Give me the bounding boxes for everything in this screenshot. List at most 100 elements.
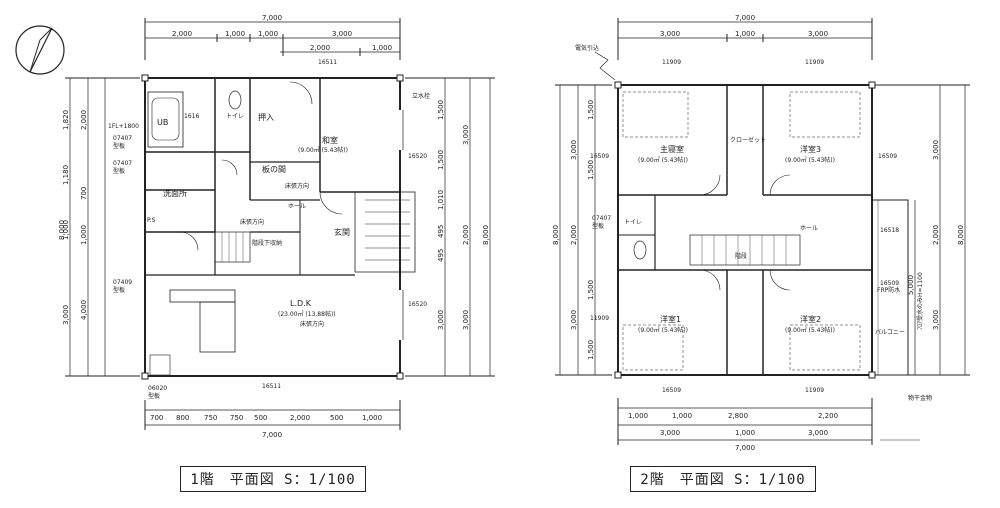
f2-note: FRP防水 bbox=[877, 286, 900, 294]
f2-dim-left-total: 8,000 bbox=[552, 225, 560, 245]
f1-bottom-code: 16511 bbox=[262, 383, 281, 390]
f2-note: ﾌﾛｱ受水のみH=1100 bbox=[916, 272, 924, 330]
f1-dim-top: 1,000 bbox=[372, 44, 392, 52]
f1-note-floor: 床張方向 bbox=[285, 182, 309, 190]
f2-code: 07407 bbox=[592, 215, 611, 222]
f1-dim-left: 1,000 bbox=[62, 220, 70, 240]
f1-room-toilet: トイレ bbox=[226, 113, 244, 120]
f2-dim-bottom: 3,000 bbox=[660, 429, 680, 437]
f2-dim-left: 1,500 bbox=[587, 340, 595, 360]
f1-dim-left: 700 bbox=[80, 187, 88, 200]
f1-room-ub-size: 1616 bbox=[184, 113, 199, 120]
f1-code: 07407 bbox=[113, 160, 132, 167]
f2-code: 型板 bbox=[592, 222, 604, 230]
f1-code: 07409 bbox=[113, 279, 132, 286]
f2-dim-bottom: 2,800 bbox=[728, 412, 748, 420]
f1-code: 型板 bbox=[113, 142, 125, 150]
f2-dim-bottom: 1,000 bbox=[735, 429, 755, 437]
floor1-plan bbox=[65, 18, 495, 430]
f1-code: 16520 bbox=[408, 301, 427, 308]
f1-dim-left: 4,000 bbox=[80, 300, 88, 320]
f1-code: 07407 bbox=[113, 135, 132, 142]
f1-code: 16520 bbox=[408, 153, 427, 160]
f2-dim-top: 3,000 bbox=[660, 30, 680, 38]
f1-dim-right: 1,010 bbox=[437, 190, 445, 210]
f2-room-youshitsu1-area: (9.00㎡ (5.43帖)) bbox=[638, 326, 688, 334]
f1-dim-right: 3,000 bbox=[437, 310, 445, 330]
f2-dim-right-extra: 5,000 bbox=[907, 275, 915, 295]
floor2-labels: 7,000 3,000 1,000 3,000 11909 11909 電気引込… bbox=[552, 14, 965, 452]
floor1-labels: 7,000 2,000 1,000 1,000 3,000 2,000 1,00… bbox=[58, 14, 490, 439]
f1-room-senmenjo: 洗面所 bbox=[163, 188, 187, 198]
f1-dim-top: 2,000 bbox=[310, 44, 330, 52]
f1-dim-bottom-total: 7,000 bbox=[262, 431, 282, 439]
f2-room-youshitsu2-area: (9.00㎡ (5.43帖)) bbox=[785, 326, 835, 334]
f1-room-genkan: 玄関 bbox=[334, 227, 350, 237]
f2-overall-width: 7,000 bbox=[735, 14, 755, 22]
f2-code: 16509 bbox=[590, 153, 609, 160]
f1-dim-left: 1,000 bbox=[80, 225, 88, 245]
f1-room-hall: ホール bbox=[288, 203, 306, 210]
f1-dim-right: 495 bbox=[437, 249, 445, 262]
f1-dim-left: 1,820 bbox=[62, 110, 70, 130]
f1-dim-bottom: 500 bbox=[330, 414, 343, 422]
f1-dim-top: 3,000 bbox=[332, 30, 352, 38]
f1-code: 1FL+1800 bbox=[108, 123, 139, 130]
f2-room-kaidan: 階段 bbox=[735, 252, 747, 260]
f2-dim-bottom: 1,000 bbox=[628, 412, 648, 420]
f1-dim-top: 1,000 bbox=[225, 30, 245, 38]
f1-dim-left: 2,000 bbox=[80, 110, 88, 130]
f1-code: 06020 bbox=[148, 385, 167, 392]
f2-dim-left: 1,500 bbox=[587, 280, 595, 300]
floor2-plan bbox=[555, 18, 970, 445]
f1-room-ub: UB bbox=[157, 118, 168, 127]
f1-dim-left: 3,000 bbox=[62, 305, 70, 325]
f1-code: 型板 bbox=[148, 392, 160, 400]
f2-room-hall: ホール bbox=[800, 225, 818, 232]
f2-room-shushinshitsu: 主寝室 bbox=[660, 144, 684, 154]
f2-dim-right: 2,000 bbox=[932, 225, 940, 245]
f1-dim-right: 2,000 bbox=[462, 225, 470, 245]
f2-dim-left: 1,500 bbox=[587, 160, 595, 180]
f2-room-youshitsu1: 洋室1 bbox=[660, 314, 681, 324]
f1-room-ldk-area: (23.00㎡ (13.88帖)) bbox=[278, 310, 336, 318]
f2-room-balcony: バルコニー bbox=[875, 329, 905, 336]
f1-room-washitsu-area: (9.00㎡ (5.43帖)) bbox=[298, 146, 348, 154]
floor1-title: 1階 平面図 S：1/100 bbox=[180, 466, 366, 492]
f1-dim-bottom: 750 bbox=[230, 414, 243, 422]
f1-room-itanoma: 板の間 bbox=[262, 164, 286, 174]
f2-dim-right-total: 8,000 bbox=[957, 225, 965, 245]
f1-dim-left: 1,180 bbox=[62, 165, 70, 185]
floor2-title: 2階 平面図 S：1/100 bbox=[630, 466, 816, 492]
f1-room-oshiire: 押入 bbox=[258, 112, 274, 122]
f2-code: 16509 bbox=[878, 153, 897, 160]
f2-note: 物干金物 bbox=[908, 394, 932, 402]
f1-dim-top: 2,000 bbox=[172, 30, 192, 38]
f2-room-shushinshitsu-area: (9.00㎡ (5.43帖)) bbox=[638, 156, 688, 164]
f1-dim-left-total: 8,000 bbox=[58, 220, 66, 240]
f1-code: 型板 bbox=[113, 167, 125, 175]
f2-note: 電気引込 bbox=[575, 44, 599, 52]
f1-tatemizu: 立水栓 bbox=[412, 92, 430, 100]
f1-dim-bottom: 1,000 bbox=[362, 414, 382, 422]
f2-dim-bottom-total: 7,000 bbox=[735, 444, 755, 452]
f1-dim-right: 495 bbox=[437, 225, 445, 238]
f2-room-closet: クローゼット bbox=[730, 136, 766, 144]
f2-dim-top: 3,000 bbox=[808, 30, 828, 38]
f1-overall-width: 7,000 bbox=[262, 14, 282, 22]
f2-top-code: 11909 bbox=[662, 59, 681, 66]
f1-dim-bottom: 2,000 bbox=[290, 414, 310, 422]
f2-dim-bottom: 2,200 bbox=[818, 412, 838, 420]
f2-dim-top: 1,000 bbox=[735, 30, 755, 38]
f2-bottom-code: 11909 bbox=[805, 387, 824, 394]
f2-room-toilet: トイレ bbox=[624, 219, 642, 226]
f2-dim-right: 3,000 bbox=[932, 310, 940, 330]
f1-code: 型板 bbox=[113, 286, 125, 294]
f1-dim-right-total: 8,000 bbox=[482, 225, 490, 245]
f2-code: 16518 bbox=[880, 227, 899, 234]
f1-dim-bottom: 800 bbox=[176, 414, 189, 422]
f1-dim-right: 3,000 bbox=[462, 125, 470, 145]
north-arrow-icon bbox=[15, 25, 65, 75]
f2-code: 16509 bbox=[880, 280, 899, 287]
